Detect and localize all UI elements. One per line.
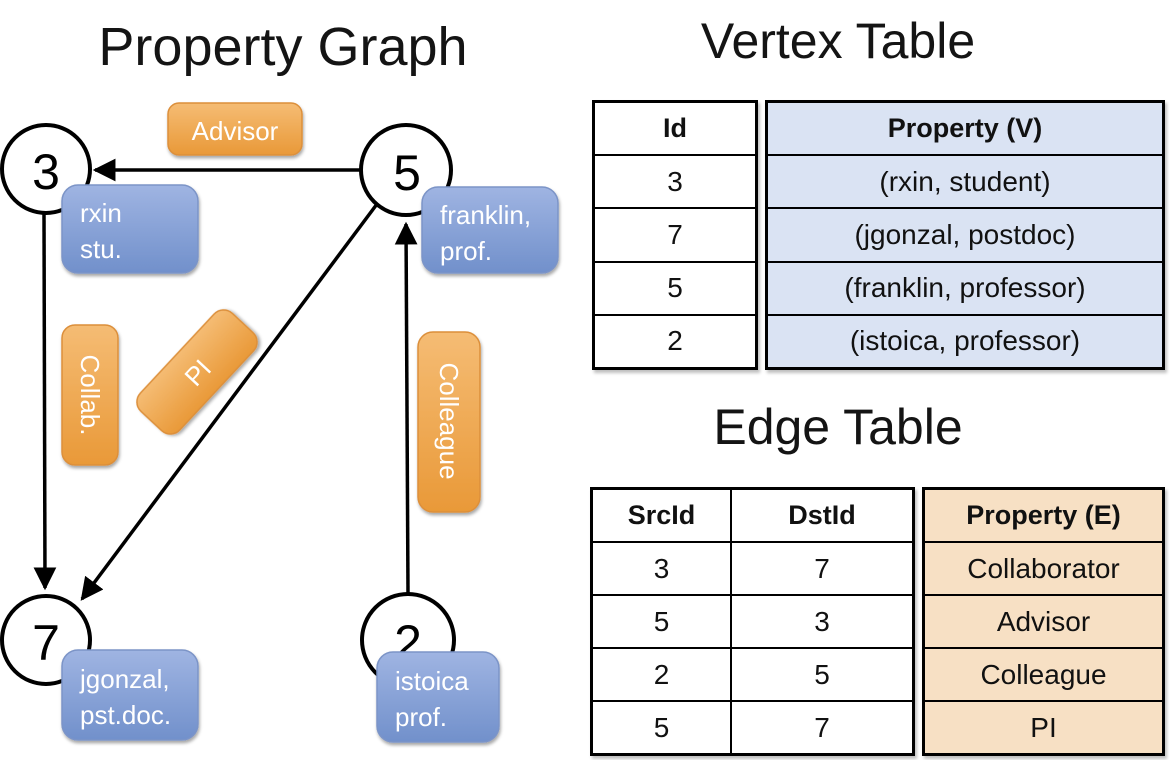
vertex-table-id-column: Id 3 7 5 2 — [592, 100, 758, 370]
advisor-label-box — [167, 102, 303, 156]
node-2-property-line2: prof. — [395, 702, 447, 732]
colleague-label-box — [417, 331, 481, 513]
node-7-id: 7 — [32, 615, 60, 671]
node-5-property-line1: franklin, — [440, 200, 531, 230]
node-5-id: 5 — [393, 145, 421, 201]
vertex-table-id-header: Id — [663, 113, 687, 144]
advisor-label: Advisor — [192, 116, 279, 146]
node-7-property-line1: jgonzal, — [79, 664, 170, 694]
node-3-property-box — [61, 184, 199, 274]
edge-table-dstid-cell: 7 — [732, 541, 912, 594]
edge-table-property-cell: Colleague — [925, 647, 1162, 700]
vertex-table-title: Vertex Table — [700, 13, 976, 69]
node-5-property-box — [421, 186, 559, 274]
vertex-table-property-cell: (istoica, professor) — [768, 313, 1162, 367]
edge-table-dstid-cell: 7 — [732, 700, 912, 753]
node-3-property-line2: stu. — [80, 234, 122, 264]
node-3-property-line1: rxin — [80, 198, 122, 228]
collab-label: Collab. — [75, 355, 105, 436]
node-5-property-line2: prof. — [440, 236, 492, 266]
vertex-table-property-header: Property (V) — [887, 113, 1043, 144]
edge-table-property-column: Property (E) Collaborator Advisor Collea… — [922, 487, 1165, 756]
edge-table-srcid-cell: 2 — [593, 647, 730, 700]
edge-table-srcid-cell: 3 — [593, 541, 730, 594]
vertex-table-id-cell: 7 — [595, 207, 755, 260]
collab-label-box — [61, 324, 119, 466]
node-7-property-line2: pst.doc. — [80, 700, 171, 730]
vertex-table-property-column: Property (V) (rxin, student) (jgonzal, p… — [765, 100, 1165, 370]
edge-table-dstid-cell: 3 — [732, 594, 912, 647]
node-2-property-box — [376, 651, 500, 743]
edge-table-srcid-header: SrcId — [627, 500, 696, 530]
node-3-id: 3 — [32, 144, 60, 200]
vertex-table-id-cell: 5 — [595, 260, 755, 314]
vertex-table-id-cell: 2 — [595, 313, 755, 367]
edge-table-property-cell: Advisor — [925, 594, 1162, 647]
edge-pi-5-to-7 — [80, 202, 379, 601]
vertex-table-id-cell: 3 — [595, 154, 755, 207]
edge-table-dstid-column: DstId 7 3 5 7 — [732, 490, 912, 753]
edge-table-title: Edge Table — [713, 399, 963, 455]
property-graph-title: Property Graph — [98, 17, 468, 77]
colleague-label: Colleague — [434, 362, 464, 479]
vertex-table-property-cell: (franklin, professor) — [768, 260, 1162, 314]
node-2-property-line1: istoica — [395, 666, 469, 696]
edge-table-srcid-column: SrcId 3 5 2 5 — [593, 490, 732, 753]
edge-table-dstid-cell: 5 — [732, 647, 912, 700]
edge-table-property-header: Property (E) — [966, 500, 1121, 530]
edge-colleague-2-to-5 — [394, 221, 418, 594]
edge-table-property-cell: PI — [925, 700, 1162, 753]
edge-table-srcid-cell: 5 — [593, 594, 730, 647]
edge-table-dstid-header: DstId — [788, 500, 856, 530]
edge-table-srcid-cell: 5 — [593, 700, 730, 753]
pi-label-box — [136, 309, 258, 435]
vertex-table-property-cell: (rxin, student) — [768, 154, 1162, 207]
edge-table-property-cell: Collaborator — [925, 541, 1162, 594]
node-7-property-box — [61, 649, 199, 741]
vertex-table-property-cell: (jgonzal, postdoc) — [768, 207, 1162, 260]
property-graph-diagram: 3 5 7 2 Advisor Collab. PI Colleague rxi… — [0, 102, 559, 743]
edge-table-ids-columns: SrcId 3 5 2 5 DstId 7 3 5 7 — [590, 487, 915, 756]
edge-collab-3-to-7 — [33, 213, 57, 591]
